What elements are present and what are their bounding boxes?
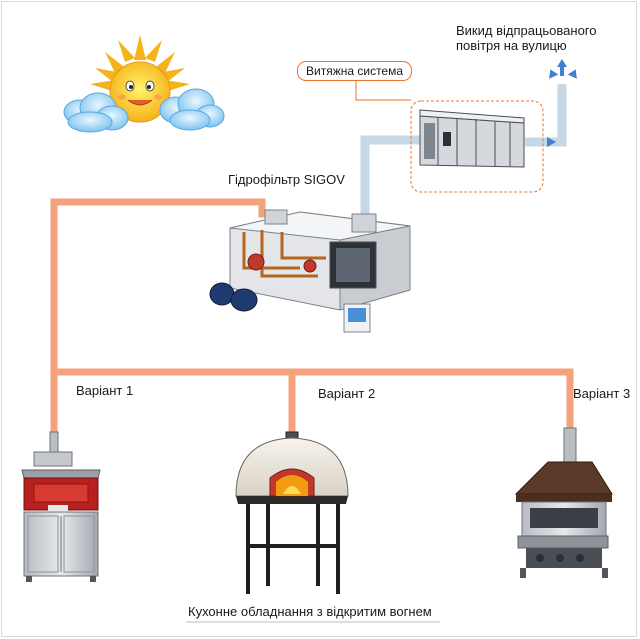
exhaust-system-label: Витяжна система (297, 61, 413, 81)
sun-illustration (63, 35, 225, 133)
clean-duct (360, 84, 567, 216)
hydrofilter-label: Гідрофільтр SIGOV (228, 172, 345, 187)
caption: Кухонне обладнання з відкритим вогнем (188, 604, 432, 619)
variant-1-label: Варіант 1 (76, 383, 134, 398)
outlet-label: Викид відпрацьованого повітря на вулицю (456, 23, 626, 53)
duct-variant-1-to-filter (50, 198, 266, 452)
outlet-label-line-2: повітря на вулицю (456, 38, 567, 53)
hot-duct-network (50, 198, 574, 452)
duct-main-horizontal (50, 368, 574, 436)
exhaust-system-box (410, 100, 544, 193)
variant-2-pizza-oven-illustration (235, 431, 349, 594)
cloud-right (159, 88, 225, 131)
outlet-label-line-1: Викид відпрацьованого (456, 23, 597, 38)
variant-2-label: Варіант 2 (318, 386, 376, 401)
ventilation-unit-illustration (419, 109, 525, 168)
variant-3-grill-illustration (514, 427, 613, 578)
cloud-left (63, 92, 129, 133)
variant-1-oven-illustration (21, 431, 101, 582)
variant-3-label: Варіант 3 (573, 386, 631, 401)
exhaust-arrows (547, 59, 577, 147)
hydrofilter-illustration (209, 209, 411, 333)
